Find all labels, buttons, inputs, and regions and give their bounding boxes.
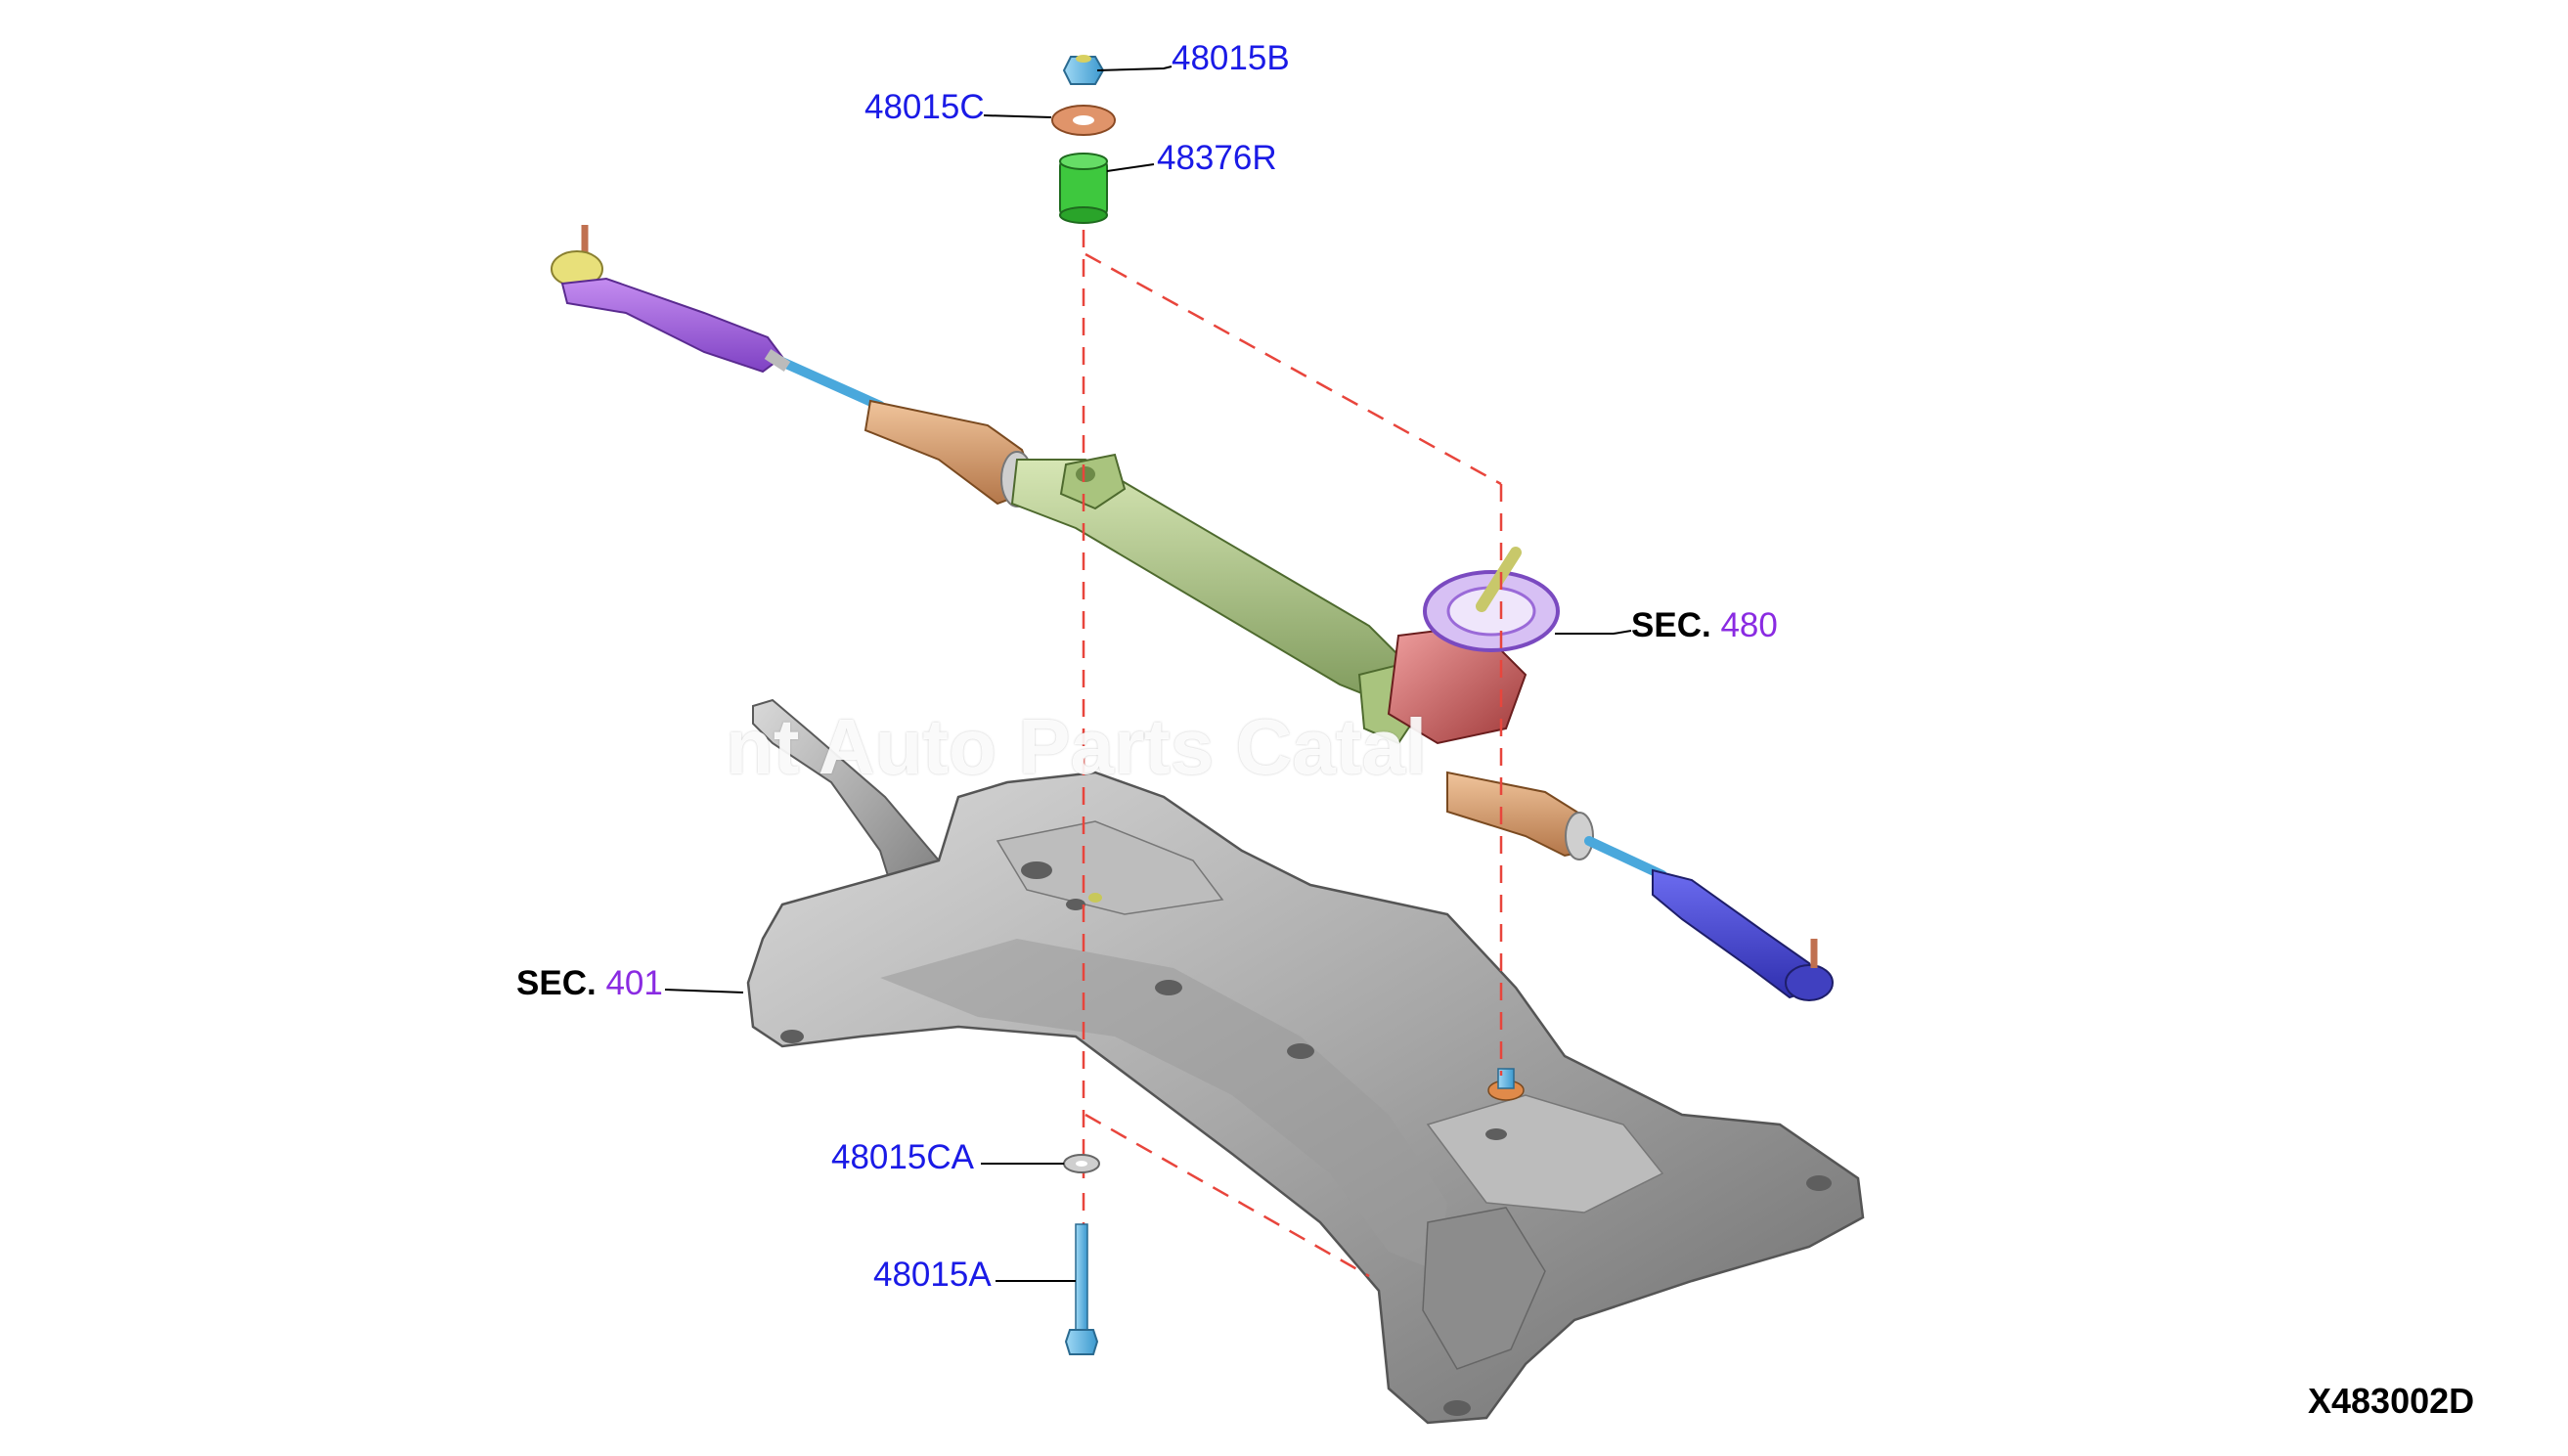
nut-icon[interactable] [1062, 55, 1105, 85]
callout-48015b[interactable]: 48015B [1172, 39, 1290, 77]
callout-48015ca[interactable]: 48015CA [831, 1138, 974, 1176]
section-ref-480[interactable]: SEC. 480 [1631, 608, 1778, 642]
steering-gear-icon[interactable] [551, 225, 1834, 1001]
assembly-leader-lines [1082, 230, 1503, 1278]
washer-icon[interactable] [1051, 105, 1116, 136]
bolt-icon[interactable] [1064, 1223, 1099, 1355]
section-number: 401 [605, 964, 663, 1002]
callout-48015c[interactable]: 48015C [864, 88, 985, 126]
section-prefix: SEC. [516, 964, 597, 1002]
washer-bottom-icon[interactable] [1063, 1154, 1100, 1173]
callout-leaders [664, 66, 1632, 1282]
section-prefix: SEC. [1631, 606, 1711, 644]
callout-48015a[interactable]: 48015A [873, 1256, 992, 1294]
diagram-code: X483002D [2308, 1381, 2475, 1421]
section-number: 480 [1720, 606, 1778, 644]
callout-48376r[interactable]: 48376R [1157, 139, 1277, 177]
bushing-icon[interactable] [1059, 153, 1108, 224]
front-suspension-member-icon[interactable] [746, 698, 1865, 1425]
section-ref-401[interactable]: SEC. 401 [516, 966, 663, 1000]
